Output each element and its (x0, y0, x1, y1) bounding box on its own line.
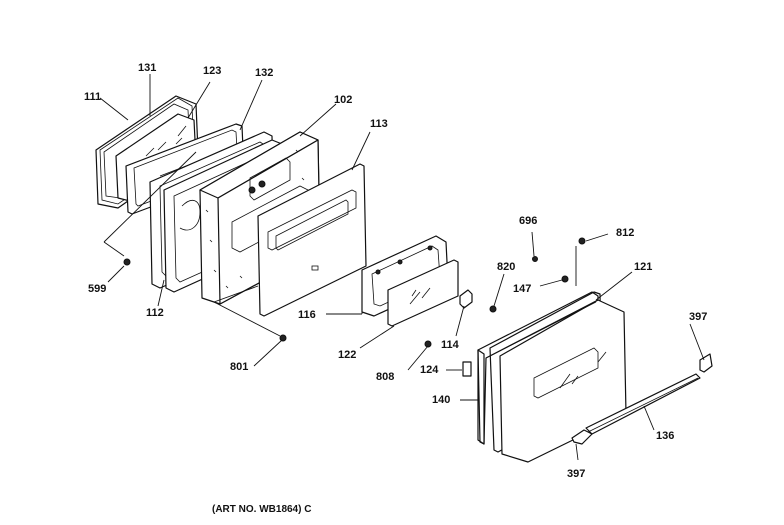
callout-812: 812 (616, 227, 635, 239)
fastener-696 (532, 256, 538, 262)
callout-112: 112 (146, 307, 164, 319)
callout-397-left: 397 (567, 468, 586, 480)
callout-140: 140 (432, 394, 451, 406)
part-397-handle-cap-right (699, 353, 713, 373)
callout-113: 113 (370, 118, 388, 130)
fastener-812 (578, 237, 586, 245)
fastener-147 (561, 275, 569, 283)
callout-124: 124 (420, 364, 439, 376)
callout-116: 116 (298, 309, 316, 321)
callout-801: 801 (230, 361, 249, 373)
callout-696: 696 (519, 215, 538, 227)
callout-136: 136 (656, 430, 675, 442)
art-number-caption: (ART NO. WB1864) C (212, 504, 312, 515)
callout-121: 121 (634, 261, 653, 273)
callout-808: 808 (376, 371, 395, 383)
callout-123: 123 (203, 65, 222, 77)
callout-599: 599 (88, 283, 107, 295)
part-124-bracket (462, 361, 472, 377)
callout-397-right: 397 (689, 311, 708, 323)
callout-147: 147 (513, 283, 532, 295)
callout-820: 820 (497, 261, 516, 273)
part-140-outer-frame (477, 291, 599, 445)
fastener-599 (123, 258, 131, 266)
callout-122: 122 (338, 349, 357, 361)
callout-132: 132 (255, 67, 274, 79)
part-122-window-glass (387, 259, 459, 327)
part-121-outer-glass (489, 291, 627, 463)
part-136-handle (585, 373, 701, 435)
callout-102: 102 (334, 94, 353, 106)
fastener-808 (424, 340, 432, 348)
part-114-clip (459, 289, 473, 309)
callout-131: 131 (138, 62, 157, 74)
leader-lines (99, 74, 705, 461)
fastener-820 (489, 305, 497, 313)
part-397-handle-cap-left (571, 429, 593, 445)
part-113-inner-panel (257, 163, 367, 317)
callout-111: 111 (84, 91, 102, 103)
fastener-801 (279, 334, 287, 342)
callout-114: 114 (441, 339, 459, 351)
